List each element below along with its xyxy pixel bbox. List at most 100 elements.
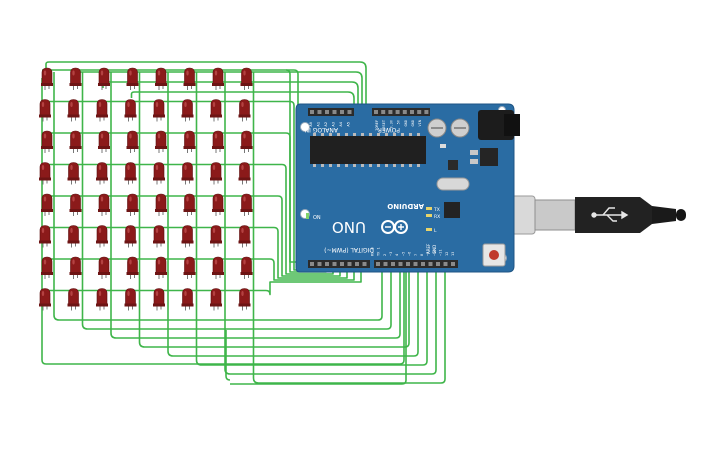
column-to-pin-wire[interactable] [167, 264, 419, 357]
header-pin[interactable] [421, 262, 425, 266]
column-to-pin-wire[interactable] [195, 264, 428, 366]
led[interactable] [183, 256, 196, 279]
row-to-pin-wire[interactable] [266, 258, 355, 281]
led[interactable] [210, 288, 222, 311]
led[interactable] [67, 162, 80, 185]
led[interactable] [39, 288, 51, 311]
led[interactable] [39, 225, 51, 248]
header-pin[interactable] [347, 110, 352, 114]
led[interactable] [212, 67, 224, 90]
led[interactable] [212, 256, 224, 279]
led[interactable] [41, 256, 53, 279]
outer-wire[interactable] [41, 78, 405, 365]
led[interactable] [126, 193, 139, 216]
led[interactable] [69, 256, 82, 279]
header-pin[interactable] [317, 110, 322, 114]
header-pin[interactable] [325, 110, 329, 114]
header-pin[interactable] [410, 110, 414, 114]
header-pin[interactable] [451, 262, 455, 266]
header-pin[interactable] [383, 262, 388, 266]
header-pin[interactable] [332, 110, 337, 114]
led[interactable] [155, 256, 167, 279]
row-to-pin-wire[interactable] [262, 264, 362, 296]
led[interactable] [155, 130, 167, 153]
led[interactable] [153, 288, 165, 311]
header-pin[interactable] [381, 110, 386, 114]
led[interactable] [240, 256, 253, 279]
analog-wire[interactable] [45, 61, 367, 118]
header-pin[interactable] [424, 110, 429, 114]
led[interactable] [210, 162, 222, 185]
led[interactable] [96, 162, 108, 185]
led[interactable] [41, 67, 53, 90]
led[interactable] [238, 99, 251, 122]
led[interactable] [153, 99, 165, 122]
header-pin[interactable] [406, 262, 410, 266]
header-pin[interactable] [355, 262, 359, 266]
led[interactable] [41, 130, 53, 153]
led[interactable] [69, 130, 82, 153]
header-pin[interactable] [317, 262, 322, 266]
led[interactable] [238, 288, 251, 311]
led[interactable] [96, 225, 108, 248]
led[interactable] [155, 193, 167, 216]
led[interactable] [153, 225, 165, 248]
header-pin[interactable] [398, 262, 403, 266]
row-to-pin-wire[interactable] [278, 163, 334, 275]
header-pin[interactable] [413, 262, 418, 266]
led[interactable] [69, 193, 82, 216]
header-pin[interactable] [428, 262, 433, 266]
led[interactable] [67, 225, 80, 248]
header-pin[interactable] [347, 262, 352, 266]
led[interactable] [124, 162, 137, 185]
led[interactable] [126, 130, 139, 153]
led[interactable] [98, 67, 110, 90]
led[interactable] [181, 225, 194, 248]
led[interactable] [155, 67, 167, 90]
analog-wire[interactable] [130, 91, 355, 118]
row-to-pin-wire[interactable] [270, 226, 348, 279]
header-pin[interactable] [402, 110, 407, 114]
led[interactable] [240, 193, 253, 216]
header-pin[interactable] [376, 262, 380, 266]
header-pin[interactable] [443, 262, 448, 266]
led[interactable] [98, 193, 110, 216]
header-pin[interactable] [340, 262, 344, 266]
led[interactable] [124, 99, 137, 122]
header-pin[interactable] [388, 110, 393, 114]
arduino-uno-board[interactable]: POWER ANALOG IN ARDUINO UNO DIGITAL (PWM… [295, 103, 520, 273]
led[interactable] [98, 256, 110, 279]
led[interactable] [124, 225, 137, 248]
led[interactable] [181, 288, 194, 311]
column-to-pin-wire[interactable] [81, 264, 392, 330]
led[interactable] [126, 256, 139, 279]
column-to-pin-wire[interactable] [53, 264, 383, 321]
led[interactable] [181, 162, 194, 185]
led[interactable] [210, 225, 222, 248]
led[interactable] [67, 288, 80, 311]
led[interactable] [240, 130, 253, 153]
led[interactable] [67, 99, 80, 122]
led[interactable] [181, 99, 194, 122]
header-pin[interactable] [362, 262, 367, 266]
led[interactable] [183, 67, 196, 90]
led[interactable] [126, 67, 139, 90]
led[interactable] [238, 162, 251, 185]
header-pin[interactable] [332, 262, 337, 266]
header-pin[interactable] [325, 262, 329, 266]
header-pin[interactable] [340, 110, 344, 114]
led[interactable] [96, 99, 108, 122]
header-pin[interactable] [310, 262, 314, 266]
row-to-pin-wire[interactable] [274, 195, 341, 277]
column-to-pin-wire[interactable] [252, 264, 446, 384]
led[interactable] [39, 99, 51, 122]
led[interactable] [96, 288, 108, 311]
led[interactable] [69, 67, 82, 90]
led[interactable] [238, 225, 251, 248]
led[interactable] [210, 99, 222, 122]
led[interactable] [124, 288, 137, 311]
led[interactable] [212, 193, 224, 216]
header-pin[interactable] [417, 110, 422, 114]
header-pin[interactable] [310, 110, 314, 114]
column-to-pin-wire[interactable] [138, 264, 410, 348]
